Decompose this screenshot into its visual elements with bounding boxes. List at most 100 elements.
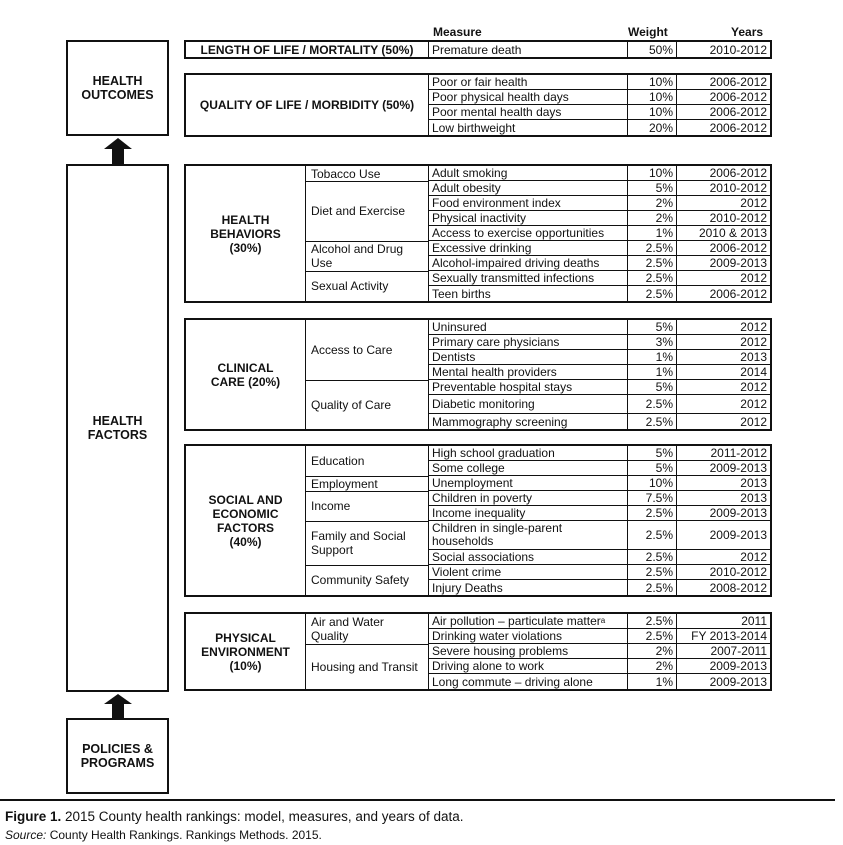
measure-text: Violent crime xyxy=(432,565,502,579)
years-text: 2010-2012 xyxy=(709,181,767,195)
measure-cell: Excessive drinking xyxy=(428,241,627,256)
up-arrow-icon xyxy=(104,694,132,718)
measure-cell: Premature death xyxy=(428,42,627,57)
subcategory-label: Income xyxy=(311,499,351,513)
years-cell: 2006-2012 xyxy=(676,90,770,105)
weight-cell: 10% xyxy=(627,105,676,120)
years-text: 2009-2013 xyxy=(709,506,767,520)
footnote-marker: a xyxy=(600,616,606,625)
measure-cell: Poor mental health days xyxy=(428,105,627,120)
weight-cell: 5% xyxy=(627,320,676,335)
weight-cell: 7.5% xyxy=(627,491,676,506)
years-cell: 2012 xyxy=(676,550,770,565)
measure-text: Severe housing problems xyxy=(432,644,569,658)
weight-cell: 1% xyxy=(627,226,676,241)
measure-cell: Social associations xyxy=(428,550,627,565)
subcategory-label: Housing and Transit xyxy=(311,659,418,674)
weight-cell: 5% xyxy=(627,181,676,196)
measure-cell: Injury Deaths xyxy=(428,580,627,595)
years-text: 2009-2013 xyxy=(709,659,767,673)
measure-cell: Driving alone to work xyxy=(428,659,627,674)
measure-text: Physical inactivity xyxy=(432,211,527,225)
years-text: 2008-2012 xyxy=(709,580,767,595)
measure-cell: Unemployment xyxy=(428,476,627,491)
weight-text: 2.5% xyxy=(645,414,673,429)
years-cell: 2013 xyxy=(676,350,770,365)
subcategory-label: Community Safety xyxy=(311,573,410,587)
weight-text: 5% xyxy=(655,446,673,460)
years-cell: 2010-2012 xyxy=(676,42,770,57)
years-text: 2012 xyxy=(740,335,767,349)
weight-cell: 3% xyxy=(627,335,676,350)
weight-text: 5% xyxy=(655,320,673,334)
years-text: 2006-2012 xyxy=(709,105,767,119)
group-divider xyxy=(305,476,428,477)
measure-cell: Mental health providers xyxy=(428,365,627,380)
measure-cell: Uninsured xyxy=(428,320,627,335)
measure-cell: Drinking water violations xyxy=(428,629,627,644)
years-text: 2013 xyxy=(740,476,767,490)
years-text: 2011-2012 xyxy=(710,446,768,460)
policies-programs-label: POLICIES & PROGRAMS xyxy=(80,742,155,770)
weight-cell: 2.5% xyxy=(627,580,676,595)
measure-text: Drinking water violations xyxy=(432,629,563,643)
weight-cell: 50% xyxy=(627,42,676,57)
years-text: 2006-2012 xyxy=(709,166,767,180)
years-cell: FY 2013-2014 xyxy=(676,629,770,644)
years-cell: 2010-2012 xyxy=(676,211,770,226)
measure-cell: High school graduation xyxy=(428,446,627,461)
weight-text: 5% xyxy=(655,461,673,475)
weight-cell: 1% xyxy=(627,674,676,689)
measure-text: Income inequality xyxy=(432,506,526,520)
years-cell: 2006-2012 xyxy=(676,75,770,90)
years-cell: 2010 & 2013 xyxy=(676,226,770,241)
weight-cell: 2.5% xyxy=(627,256,676,271)
weight-text: 2.5% xyxy=(645,629,673,643)
subcategory-label: Family and Social Support xyxy=(311,529,406,557)
weight-cell: 2% xyxy=(627,196,676,211)
weight-text: 2.5% xyxy=(645,565,673,579)
years-cell: 2008-2012 xyxy=(676,580,770,595)
weight-cell: 2.5% xyxy=(627,565,676,580)
weight-text: 5% xyxy=(655,181,673,195)
years-text: 2012 xyxy=(740,320,767,334)
years-cell: 2006-2012 xyxy=(676,286,770,301)
measure-text: Sexually transmitted infections xyxy=(432,271,595,285)
health-outcomes-box: HEALTH OUTCOMES xyxy=(66,40,169,136)
source-text: County Health Rankings. Rankings Methods… xyxy=(46,828,322,842)
years-cell: 2007-2011 xyxy=(676,644,770,659)
subcategory-label: Alcohol and Drug Use xyxy=(311,242,404,270)
years-text: 2006-2012 xyxy=(709,241,767,255)
years-cell: 2009-2013 xyxy=(676,659,770,674)
measure-text: Poor or fair health xyxy=(432,75,528,89)
years-cell: 2006-2012 xyxy=(676,166,770,181)
group-divider xyxy=(305,565,428,566)
weight-cell: 1% xyxy=(627,350,676,365)
weight-text: 10% xyxy=(648,476,673,490)
source-label: Source: xyxy=(5,828,47,842)
weight-text: 2% xyxy=(655,211,673,225)
section-physical: PHYSICAL ENVIRONMENT (10%)Air and Water … xyxy=(184,612,772,691)
measure-text: Access to exercise opportunities xyxy=(432,226,605,240)
years-text: 2009-2013 xyxy=(709,674,767,689)
years-text: 2006-2012 xyxy=(709,90,767,104)
divider xyxy=(305,166,306,301)
measure-text: Premature death xyxy=(432,42,522,57)
subcategory-label: Employment xyxy=(311,476,378,491)
weight-text: 2.5% xyxy=(645,550,673,564)
group-divider xyxy=(305,241,428,242)
measure-text: Driving alone to work xyxy=(432,659,545,673)
weight-cell: 5% xyxy=(627,380,676,395)
measure-text: Teen births xyxy=(432,286,491,301)
measure-cell: Food environment index xyxy=(428,196,627,211)
years-cell: 2009-2013 xyxy=(676,506,770,521)
measure-text: Uninsured xyxy=(432,320,487,334)
measure-text: Social associations xyxy=(432,550,535,564)
group-divider xyxy=(305,380,428,381)
years-text: 2012 xyxy=(740,414,767,429)
column-header-years: Years xyxy=(731,25,764,39)
years-cell: 2012 xyxy=(676,196,770,211)
measure-text: Diabetic monitoring xyxy=(432,397,535,411)
years-cell: 2006-2012 xyxy=(676,241,770,256)
